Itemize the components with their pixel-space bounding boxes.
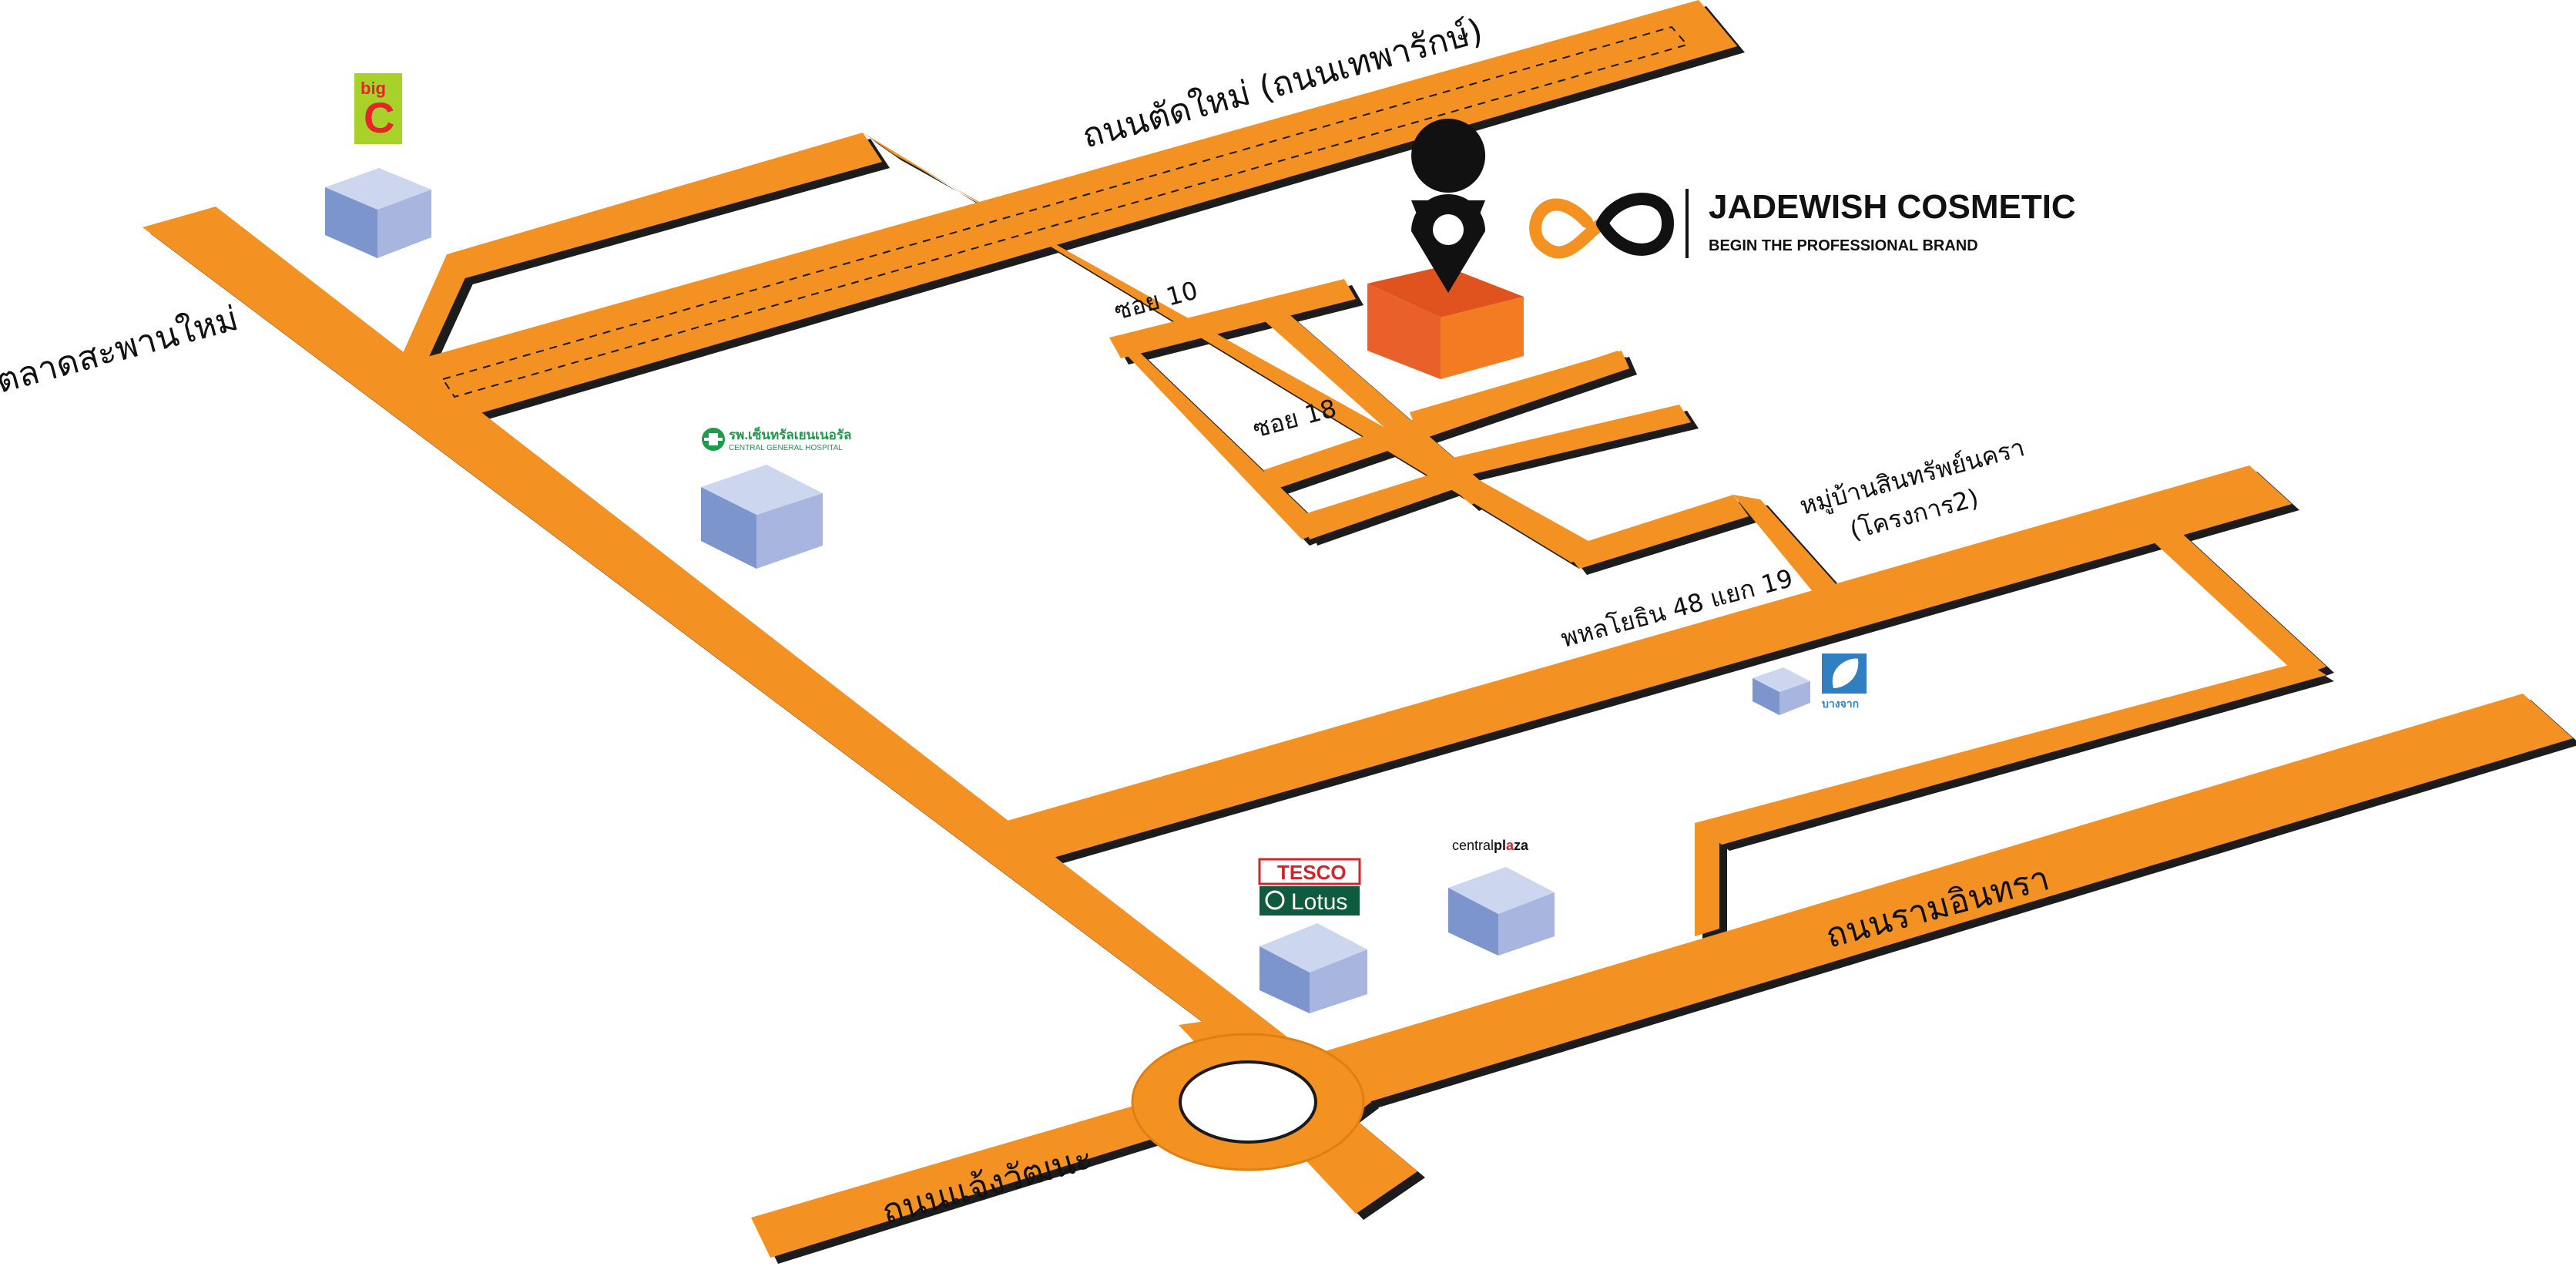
road-phahon-48-19: [967, 465, 2292, 867]
road-new-cut-lanes: [442, 25, 1689, 398]
building-bangchak: [1753, 667, 1810, 715]
road-soi-loop-right: [1263, 312, 1494, 505]
building-hospital: [701, 465, 823, 569]
road-network: [143, 0, 2573, 1258]
building-bigc: [325, 168, 431, 258]
tesco-lotus-logo: TESCO Lotus: [1258, 858, 1361, 916]
road-loop-top: [447, 133, 882, 279]
road-right-loop-diag: [2149, 532, 2326, 677]
label-talat-saphan-mai: ตลาดสะพานใหม่: [0, 299, 242, 401]
road-branch-east-2: [1433, 405, 1691, 482]
building-tesco: [1259, 923, 1367, 1013]
bangchak-logo: บางจาก: [1822, 653, 1867, 710]
road-chaeng-watthana: [751, 1090, 1202, 1258]
bigc-text-large: C: [364, 93, 394, 142]
brand-tagline: BEGIN THE PROFESSIONAL BRAND: [1709, 237, 1978, 254]
destination-building: [1367, 266, 1524, 379]
brand-title: JADEWISH COSMETIC: [1709, 188, 2076, 226]
bangchak-label: บางจาก: [1822, 697, 1859, 710]
roundabout: [1131, 1033, 1365, 1171]
road-soi-10-inner: [1113, 341, 1325, 539]
lotus-flower-icon: [1265, 890, 1285, 910]
bigc-text-small: big: [361, 79, 386, 98]
road-main-diagonal: [143, 207, 1371, 1125]
road-ram-intra: [1310, 694, 2573, 1104]
centralplaza-logo: centralplaza: [1452, 838, 1529, 853]
road-right-loop-down: [1695, 817, 1719, 936]
road-right-loop-bottom: [1695, 661, 2326, 845]
road-loop-left: [401, 254, 466, 368]
hospital-english-name: CENTRAL GENERAL HOSPITAL: [729, 444, 843, 452]
lotus-text: Lotus: [1291, 889, 1347, 915]
road-soi-loop-bottom: [1302, 470, 1460, 539]
building-centralplaza: [1448, 867, 1555, 956]
hospital-logo: รพ.เซ็นทรัลเยนเนอรัล CENTRAL GENERAL HOS…: [702, 425, 851, 452]
infinity-logo-icon: [1529, 193, 1675, 259]
road-village: [1564, 495, 1749, 569]
location-pin-icon[interactable]: [1411, 119, 1486, 293]
brand-block: JADEWISH COSMETIC BEGIN THE PROFESSIONAL…: [1529, 188, 2076, 259]
label-soi-18: ซอย 18: [1249, 393, 1340, 443]
bigc-logo: big C: [354, 73, 402, 144]
road-soi-10: [1109, 279, 1356, 358]
leaf-icon: [1832, 658, 1859, 688]
hospital-thai-name: รพ.เซ็นทรัลเยนเนอรัล: [729, 425, 851, 442]
road-branch-east: [1410, 351, 1629, 432]
brand-divider: [1685, 189, 1689, 258]
road-village-diag: [1733, 495, 1837, 593]
tesco-text: TESCO: [1277, 861, 1347, 884]
centralplaza-text: centralplaza: [1452, 838, 1529, 853]
